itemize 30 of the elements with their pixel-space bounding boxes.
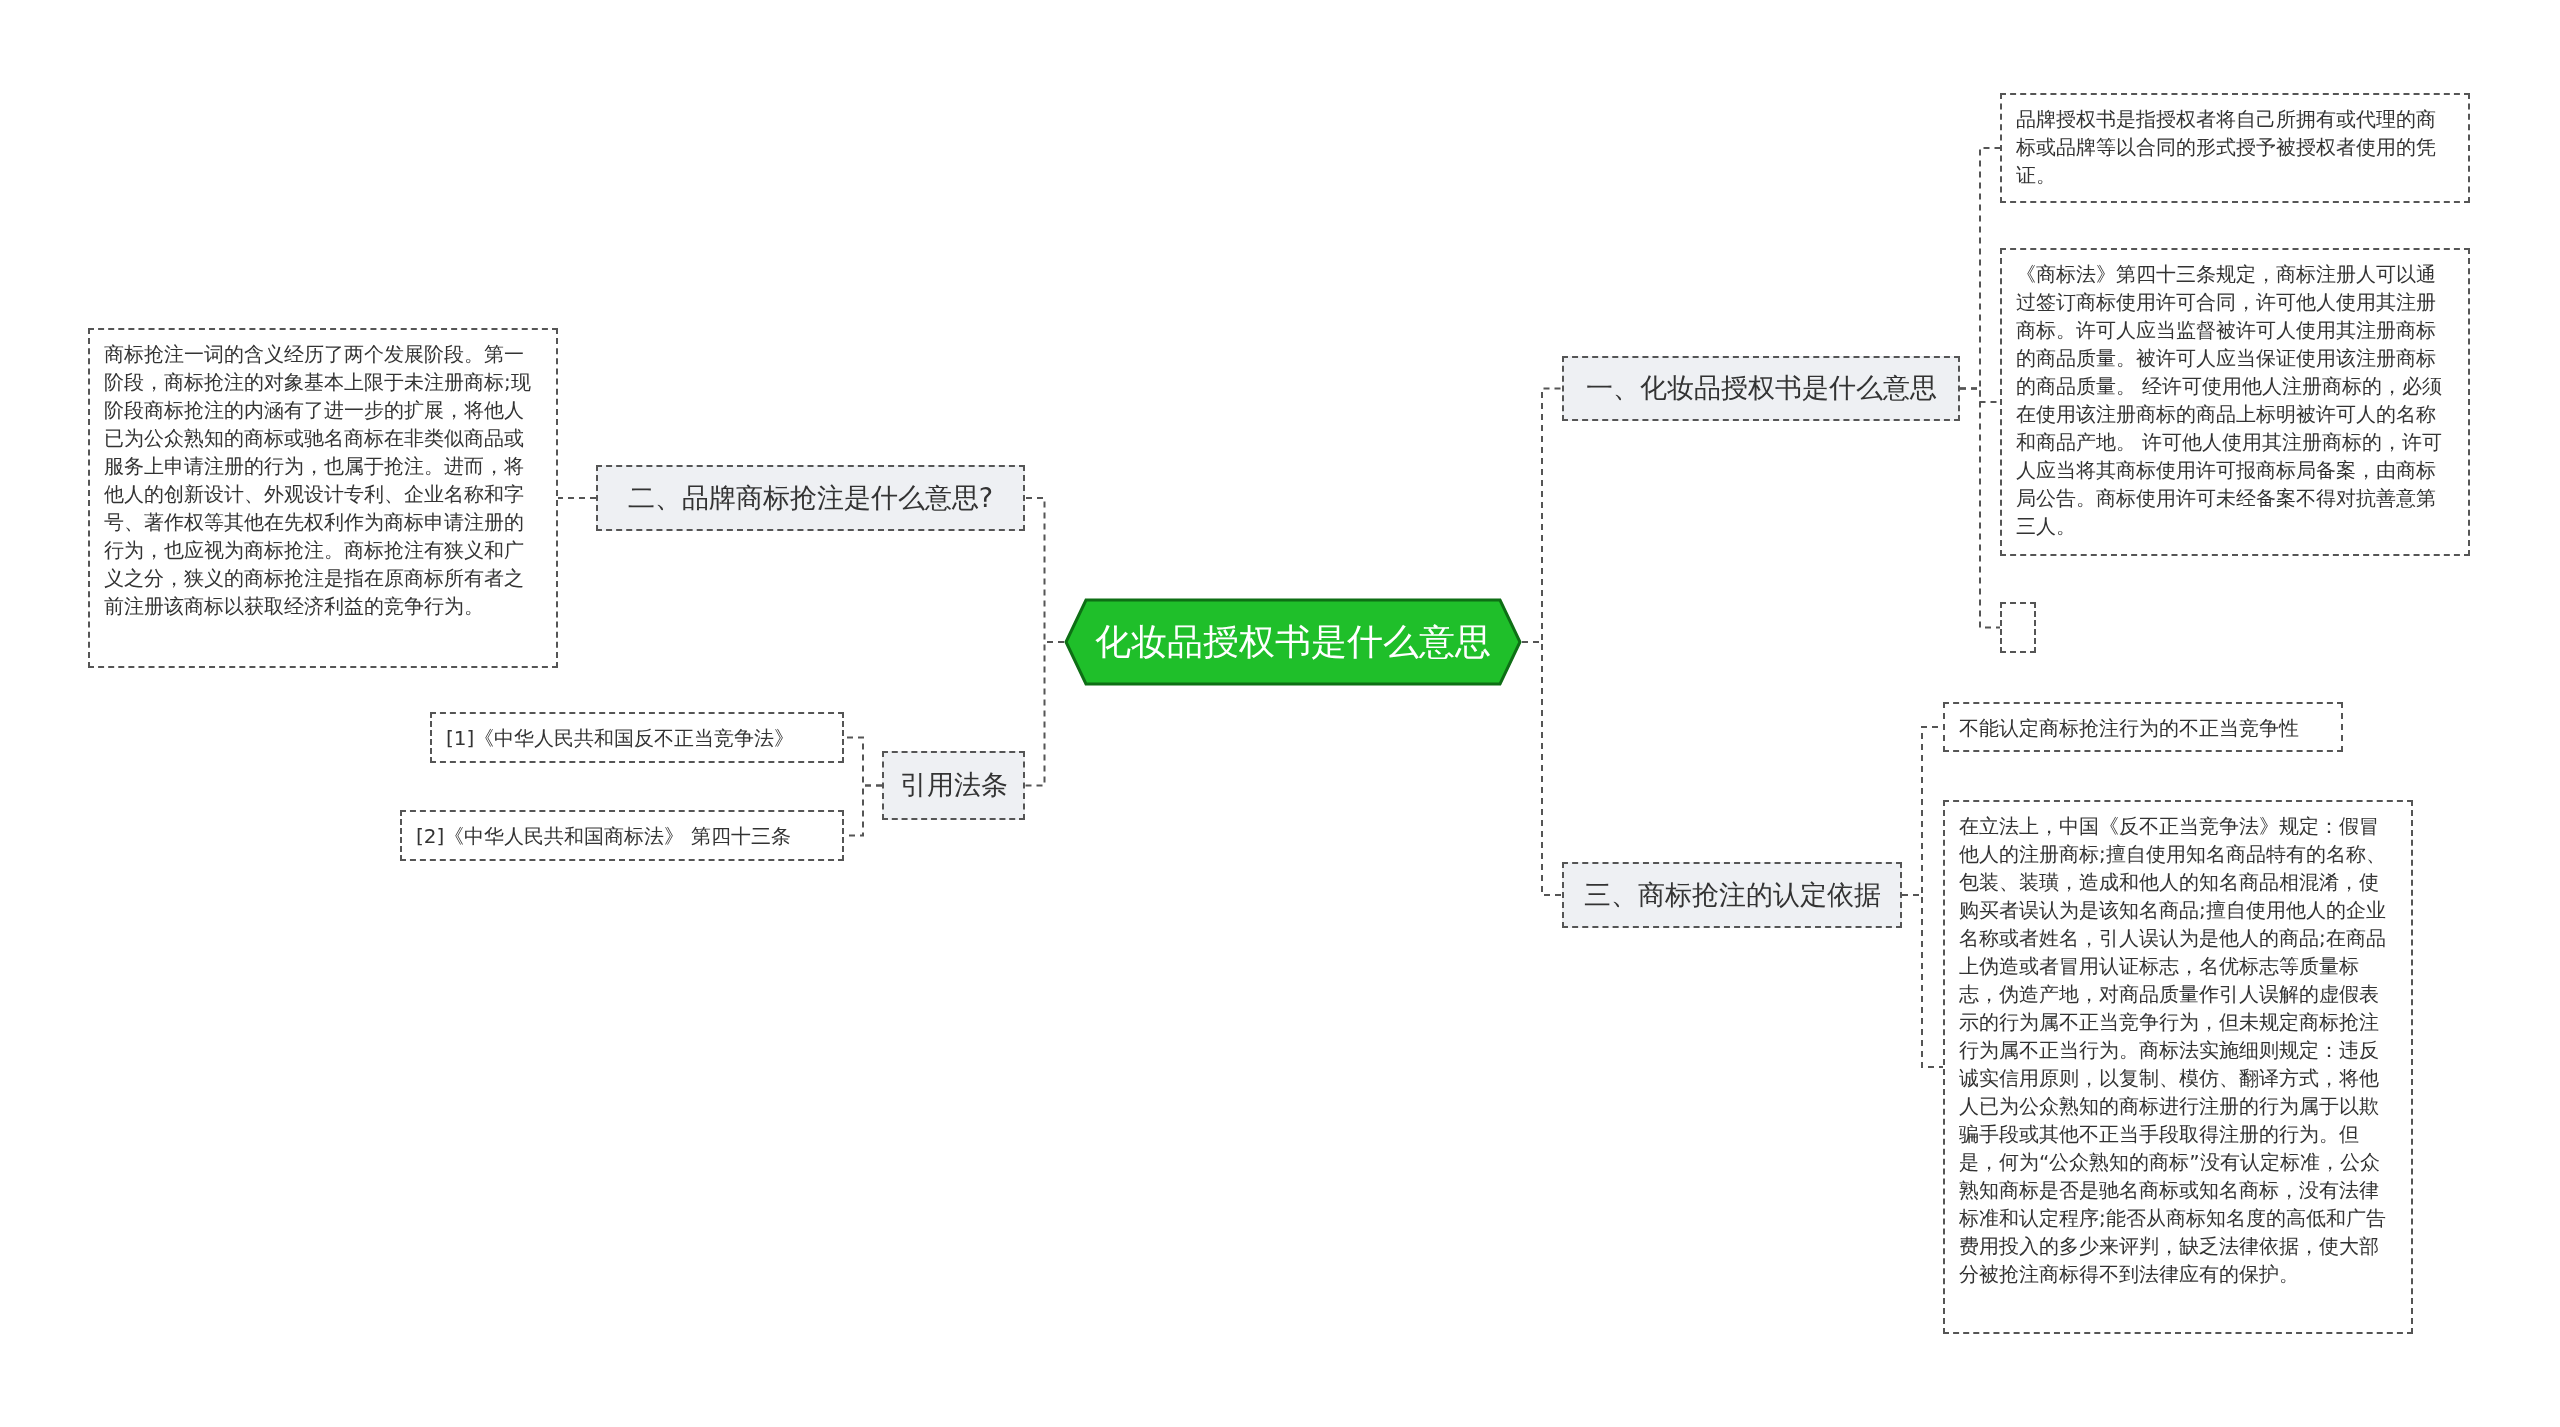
connector-line [1024,641,1065,787]
note-box [2000,248,2470,556]
connector-line [1521,641,1563,896]
empty-box [2000,602,2036,653]
note-text: 品牌授权书是指授权者将自己所拥有或代理的商标或品牌等以合同的形式授予被授权者使用的凭证。 [2016,106,2437,189]
note-box [88,328,558,668]
topic-text: 二、品牌商标抢注是什么意思? [626,480,995,515]
note-box [2000,93,2470,203]
note-box [400,810,844,861]
topic-box [596,465,1025,531]
note-text: 在立法上，中国《反不正当竞争法》规定：假冒他人的注册商标;擅自使用知名商品特有的名称、包装、装璜，造成和他人的知名商品相混淆，使购买者误认为是该知名商品;擅自使用他人的企业名称或者姓名，引人误认为是他人的商品;在商品上伪造或者冒用认证标志，名优标志等质量标志，伪造产地，对商品质量作引人误解的虚假表示的行为属不正当竞争行为，但未规定商标抢注行为属不正当行为。商标法实施细则规定：违反诚实信用原则，以复制、模仿、翻译方式，将他人已为公众熟知的商标进行注册的行为属于以欺骗手段或其他不正当手段取得注册的行为。但是，何为“公众熟知的商标”没有认定标准，公众熟知商标是否是驰名商标或知名商标，没有法律标准和认定程序;能否从商标知名度的高低和广告费用投入的多少来评判，缺乏法律依据，使大部分被抢注商标得不到法律应有的保护。 [1959,813,2387,1288]
note-text: 不能认定商标抢注行为的不正当竞争性 [1959,715,2300,742]
note-text: 商标抢注一词的含义经历了两个发展阶段。第一阶段，商标抢注的对象基本上限于未注册商标;现阶段商标抢注的内涵有了进一步的扩展，将他人已为公众熟知的商标或驰名商标在非类似商品或服务上申请注册的行为，也属于抢注。进而，将他人的创新设计、外观设计专利、企业名称和字号、著作权等其他在先权利作为商标申请注册的行为，也应视为商标抢注。商标抢注有狭义和广义之分，狭义的商标抢注是指在原商标所有者之前注册该商标以获取经济利益的竞争行为。 [104,341,532,620]
connector-line [1901,894,1944,1068]
note-text: [2]《中华人民共和国商标法》 第四十三条 [416,823,792,850]
central-topic-text: 化妆品授权书是什么意思 [1094,620,1492,664]
topic-text: 引用法条 [898,768,1009,803]
note-box [430,712,844,763]
connector-line [1959,387,2001,629]
topic-text: 一、化妆品授权书是什么意思 [1584,371,1938,406]
note-box [1943,800,2413,1334]
central-topic-hexagon [1064,598,1522,686]
note-text: [1]《中华人民共和国反不正当竞争法》 [446,725,796,752]
topic-text: 三、商标抢注的认定依据 [1582,877,1882,912]
topic-box [1562,862,1902,928]
note-box [1943,702,2343,752]
topic-box [882,751,1025,820]
topic-box [1562,356,1960,421]
connector-line [557,497,597,499]
note-text: 《商标法》第四十三条规定，商标注册人可以通过签订商标使用许可合同，许可他人使用其注册商标。许可人应当监督被许可人使用其注册商标的商品质量。被许可人应当保证使用该注册商标的商品质量。 经许可使用他人注册商标的，必须在使用该注册商标的商品上标明被许可人的名称和商品产地。 许可他人使用其注册商标的，许可人应当将其商标使用许可报商标局备案，由商标局公告。商标使用许可未经备案不得对抗善意第三人。 [2016,261,2444,540]
